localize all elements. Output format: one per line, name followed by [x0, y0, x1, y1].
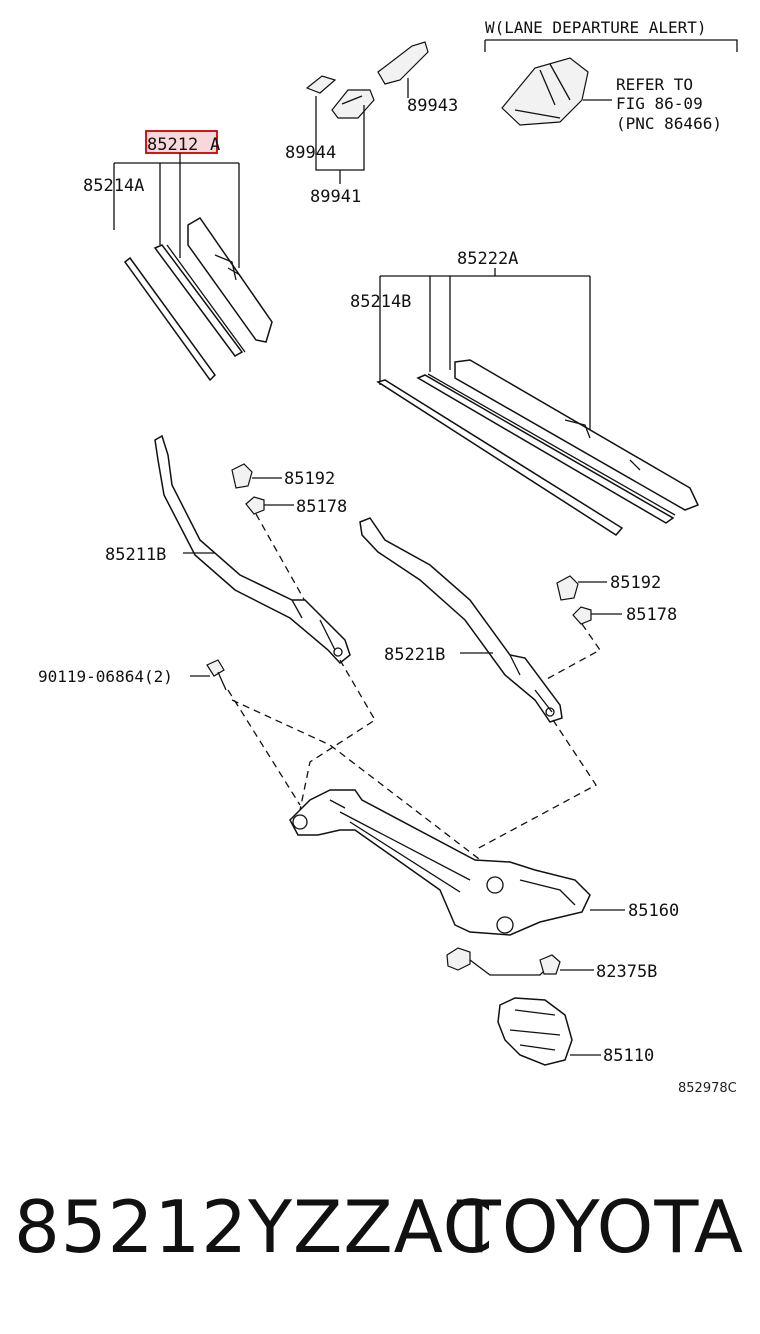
- dashed-85178-right: [544, 623, 601, 681]
- wiper-motor-85110: [497, 997, 573, 1066]
- left-blade-strip: [153, 244, 246, 357]
- figure-code: 852978C: [678, 1081, 737, 1096]
- right-blade-rubber: [376, 379, 624, 536]
- label-82375B: 82375B: [596, 962, 657, 982]
- right-blade-body: [454, 359, 700, 511]
- label-85212-highlighted[interactable]: 85212: [147, 135, 198, 155]
- dashed-85211B: [299, 659, 376, 811]
- leader-85222A: [379, 268, 591, 430]
- parts-diagram: W(LANE DEPARTURE ALERT) REFER TO FIG 86-…: [38, 18, 738, 1096]
- part-number: 85212YZZAC: [14, 1185, 494, 1269]
- leader-85212A: [113, 153, 240, 268]
- label-85214A: 85214A: [83, 176, 144, 196]
- clip-part-89943: [377, 41, 429, 85]
- cap-85192-right: [556, 575, 579, 601]
- wiper-link-assembly: [289, 789, 591, 936]
- label-85192-left: 85192: [284, 469, 335, 489]
- left-wiper-arm: [154, 434, 351, 665]
- nut-85178-right: [572, 606, 592, 625]
- refer-line-2: FIG 86-09: [616, 94, 703, 113]
- refer-line-3: (PNC 86466): [616, 114, 722, 133]
- label-85110: 85110: [603, 1046, 654, 1066]
- label-85212-suffix: A: [210, 135, 220, 155]
- label-85178-right: 85178: [626, 605, 677, 625]
- label-85222A: 85222A: [457, 249, 518, 269]
- dashed-85221B: [474, 719, 597, 851]
- refer-line-1: REFER TO: [616, 75, 693, 94]
- label-89944: 89944: [285, 143, 336, 163]
- left-blade-body: [187, 217, 273, 343]
- label-90119: 90119-06864(2): [38, 667, 173, 686]
- left-blade-rubber: [123, 256, 216, 382]
- bolt-90119: [206, 659, 227, 691]
- wire-harness-82375B: [446, 947, 561, 976]
- label-85160: 85160: [628, 901, 679, 921]
- camera-cover-part: [501, 57, 589, 126]
- dashed-90119: [227, 689, 501, 876]
- pad-part-89944: [305, 75, 337, 94]
- note-bracket: [484, 39, 738, 52]
- label-89943: 89943: [407, 96, 458, 116]
- label-85221B: 85221B: [384, 645, 445, 665]
- cap-85192-left: [231, 463, 253, 489]
- lane-departure-note: W(LANE DEPARTURE ALERT): [485, 18, 707, 37]
- label-89941: 89941: [310, 187, 361, 207]
- label-85192-right: 85192: [610, 573, 661, 593]
- dashed-85178-left: [255, 513, 311, 611]
- label-85178-left: 85178: [296, 497, 347, 517]
- right-wiper-arm: [359, 517, 563, 723]
- right-blade-strip: [416, 373, 676, 524]
- nut-85178-left: [245, 496, 265, 515]
- label-85214B: 85214B: [350, 292, 411, 312]
- footer: 85212YZZAC TOYOTA: [0, 1185, 760, 1295]
- label-85211B: 85211B: [105, 545, 166, 565]
- brand-name: TOYOTA: [456, 1185, 744, 1269]
- highlight-box: [145, 130, 218, 154]
- holder-part-89941: [331, 89, 375, 119]
